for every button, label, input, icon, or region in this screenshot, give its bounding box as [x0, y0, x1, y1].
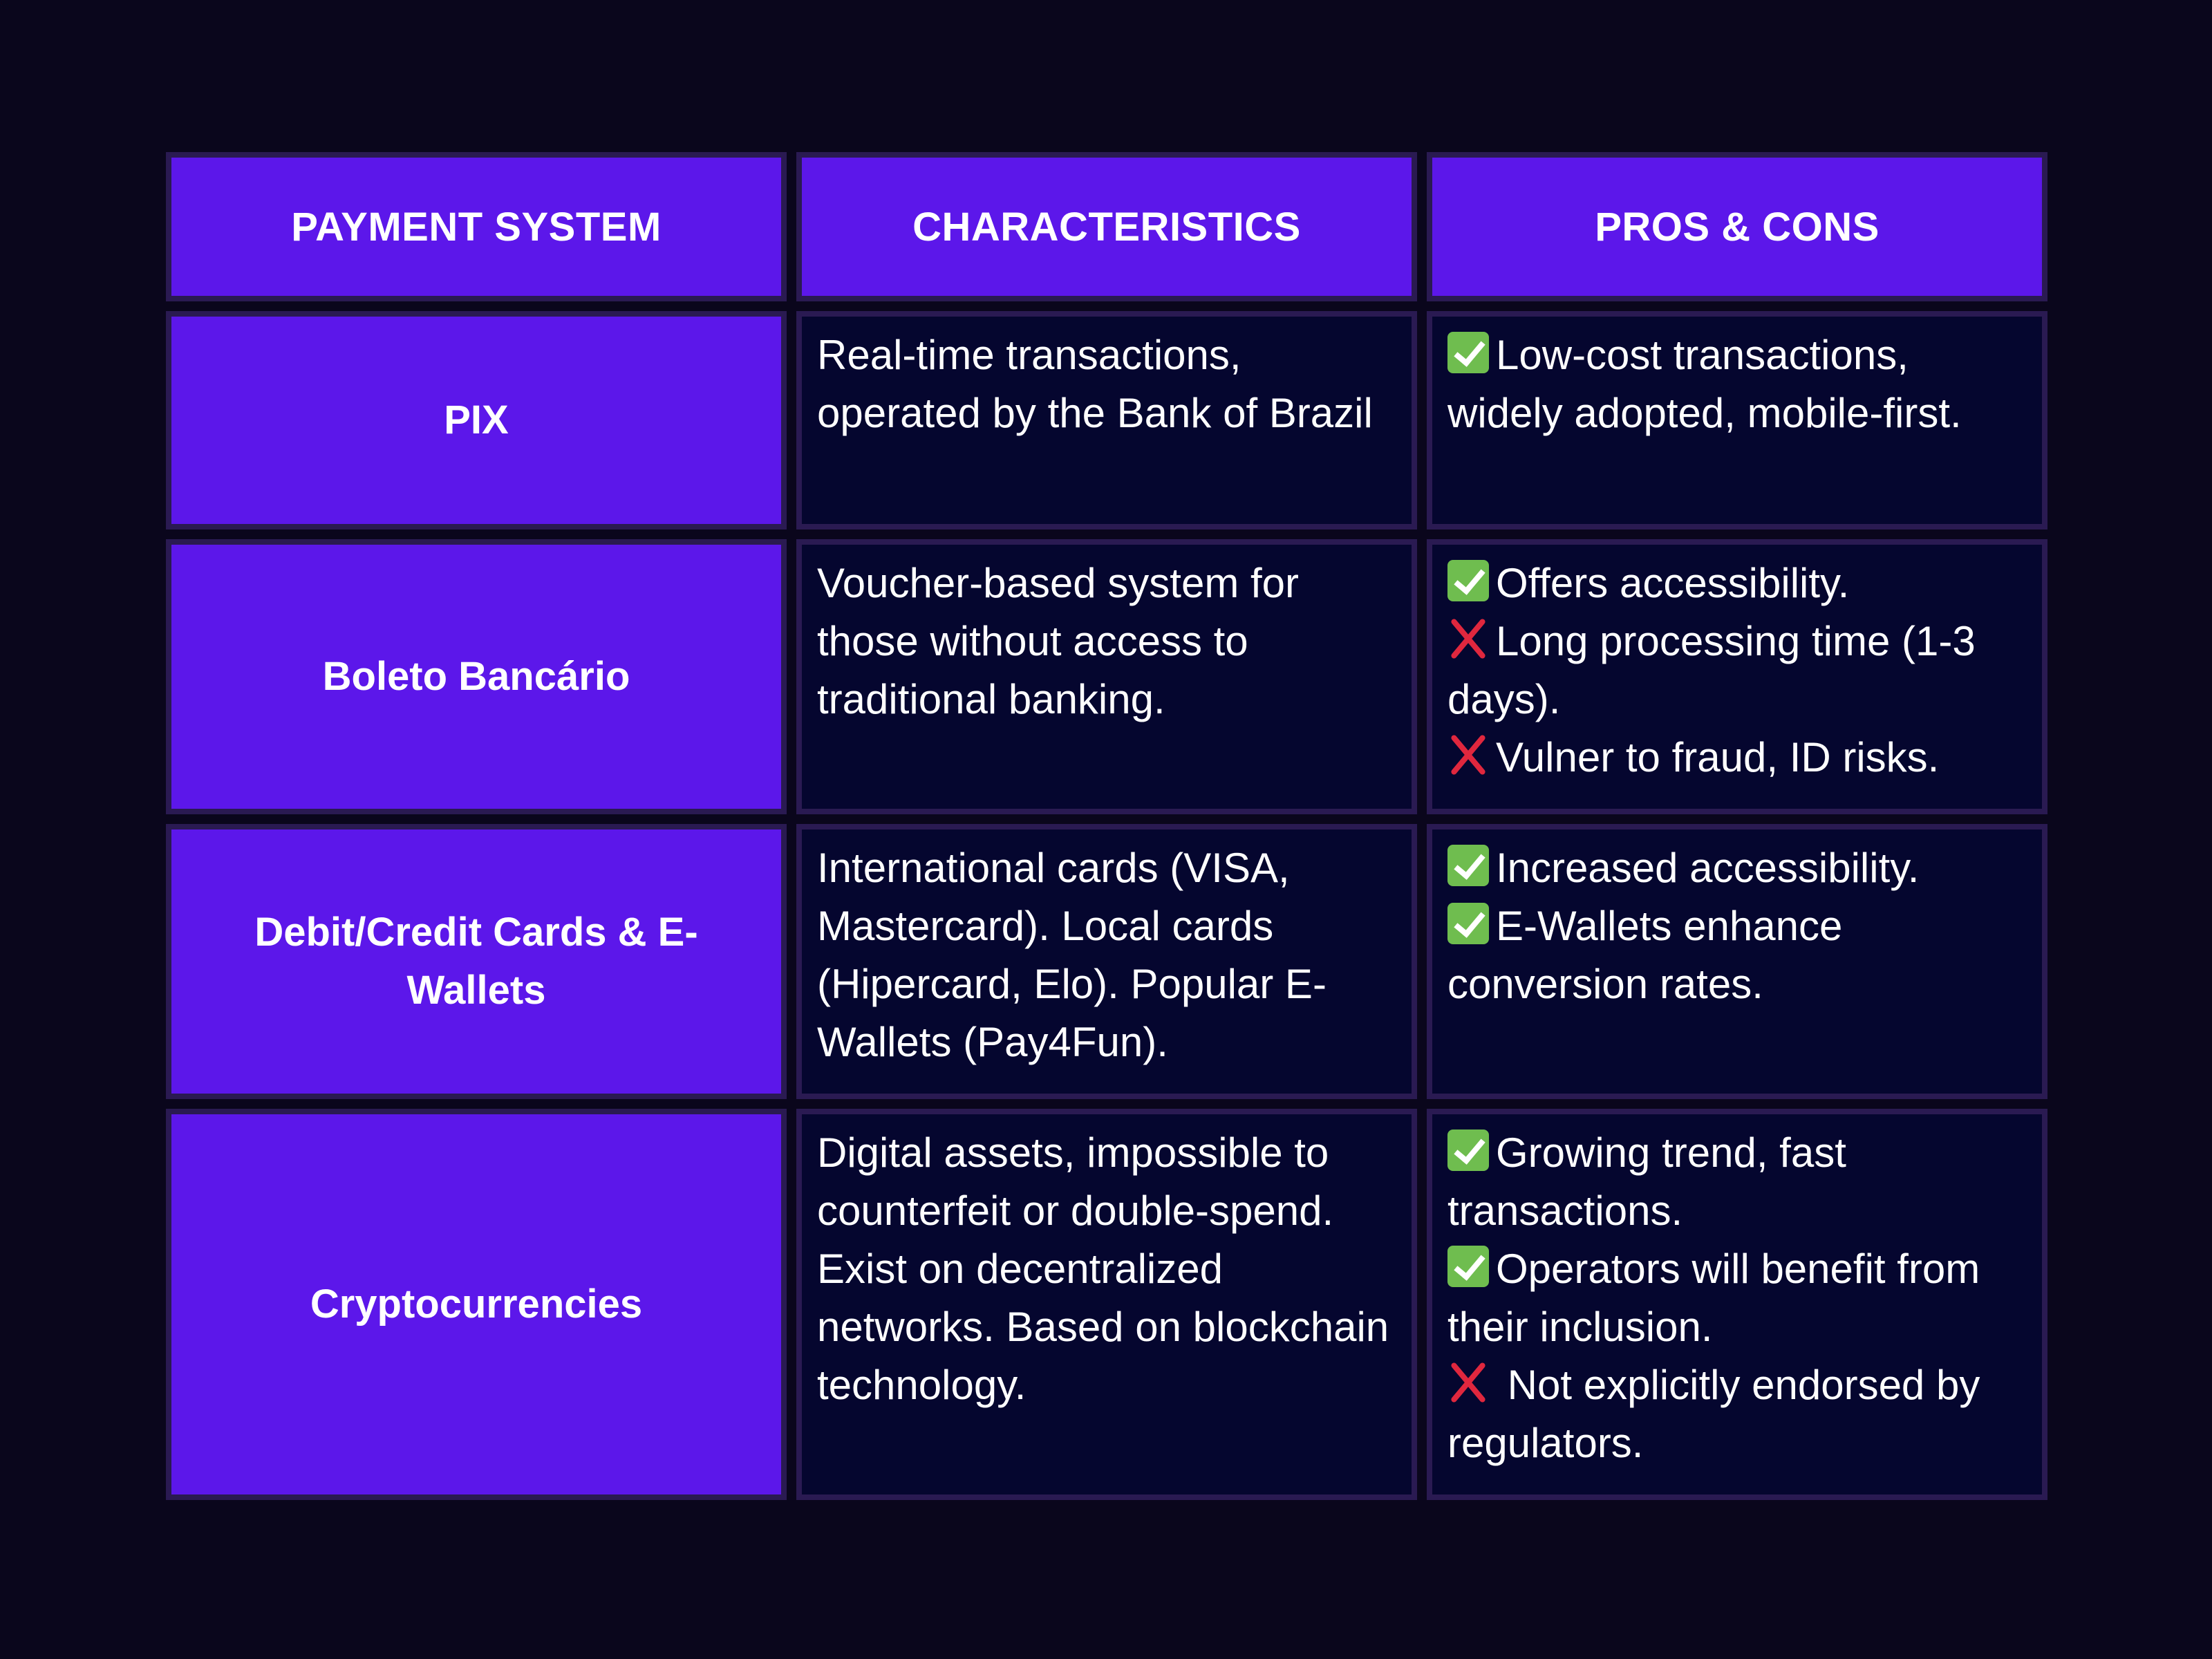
table-row: Cryptocurrencies Digital assets, impossi…	[166, 1109, 2047, 1500]
check-icon	[1447, 1246, 1489, 1287]
system-name: PIX	[166, 311, 787, 529]
pro-text: Offers accessibility.	[1496, 560, 1850, 606]
header-pros-cons: PROS & CONS	[1427, 152, 2047, 301]
check-icon	[1447, 560, 1489, 601]
pro-text: Operators will benefit from their inclus…	[1447, 1246, 1980, 1350]
table-row: Debit/Credit Cards & E-Wallets Internati…	[166, 824, 2047, 1099]
pro-text: E-Wallets enhance conversion rates.	[1447, 903, 1843, 1007]
table-row: PIX Real-time transactions, operated by …	[166, 311, 2047, 529]
system-name: Debit/Credit Cards & E-Wallets	[166, 824, 787, 1099]
payment-systems-table: PAYMENT SYSTEM CHARACTERISTICS PROS & CO…	[166, 152, 2047, 1510]
pro-item: Increased accessibility.	[1447, 839, 2027, 897]
system-name: Boleto Bancário	[166, 539, 787, 814]
header-characteristics: CHARACTERISTICS	[796, 152, 1417, 301]
table-header-row: PAYMENT SYSTEM CHARACTERISTICS PROS & CO…	[166, 152, 2047, 301]
cross-icon	[1447, 618, 1489, 659]
con-text: Long processing time (1-3 days).	[1447, 618, 1976, 722]
pros-cons-cell: Low-cost transactions, widely adopted, m…	[1427, 311, 2047, 529]
check-icon	[1447, 332, 1489, 373]
pro-item: Growing trend, fast transactions.	[1447, 1124, 2027, 1240]
characteristics-cell: Voucher-based system for those without a…	[796, 539, 1417, 814]
pros-cons-cell: Increased accessibility. E-Wallets enhan…	[1427, 824, 2047, 1099]
system-name: Cryptocurrencies	[166, 1109, 787, 1500]
con-item: Long processing time (1-3 days).	[1447, 612, 2027, 729]
pro-text: Increased accessibility.	[1496, 845, 1920, 891]
check-icon	[1447, 903, 1489, 944]
pro-text: Low-cost transactions, widely adopted, m…	[1447, 332, 1962, 436]
cross-icon	[1447, 1362, 1489, 1403]
pros-cons-cell: Offers accessibility. Long processing ti…	[1427, 539, 2047, 814]
table-row: Boleto Bancário Voucher-based system for…	[166, 539, 2047, 814]
con-text: Vulner to fraud, ID risks.	[1496, 734, 1940, 780]
pro-item: Low-cost transactions, widely adopted, m…	[1447, 326, 2027, 442]
check-icon	[1447, 845, 1489, 886]
pro-item: Operators will benefit from their inclus…	[1447, 1240, 2027, 1356]
cross-icon	[1447, 734, 1489, 776]
con-item: Vulner to fraud, ID risks.	[1447, 729, 2027, 787]
characteristics-cell: Real-time transactions, operated by the …	[796, 311, 1417, 529]
pro-item: E-Wallets enhance conversion rates.	[1447, 897, 2027, 1013]
characteristics-cell: International cards (VISA, Mastercard). …	[796, 824, 1417, 1099]
pro-text: Growing trend, fast transactions.	[1447, 1130, 1846, 1234]
con-item: Not explicitly endorsed by regulators.	[1447, 1356, 2027, 1472]
header-payment-system: PAYMENT SYSTEM	[166, 152, 787, 301]
characteristics-cell: Digital assets, impossible to counterfei…	[796, 1109, 1417, 1500]
check-icon	[1447, 1130, 1489, 1171]
pros-cons-cell: Growing trend, fast transactions. Operat…	[1427, 1109, 2047, 1500]
pro-item: Offers accessibility.	[1447, 554, 2027, 612]
con-text: Not explicitly endorsed by regulators.	[1447, 1362, 1980, 1466]
